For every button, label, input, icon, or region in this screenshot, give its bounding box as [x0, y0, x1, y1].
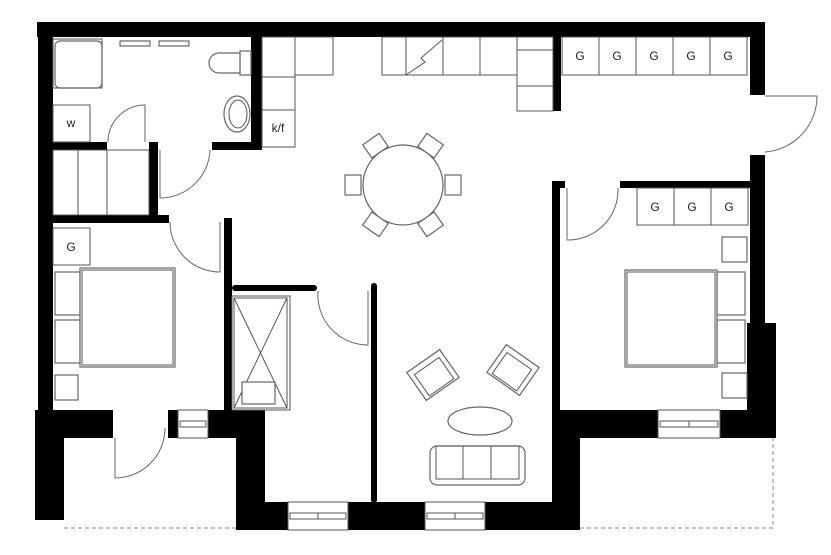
door-bathroom[interactable] — [107, 104, 146, 143]
nightstand — [721, 236, 748, 263]
door-left-bedroom[interactable] — [169, 221, 221, 273]
shower — [231, 295, 291, 411]
stove-icon — [405, 39, 443, 76]
wardrobe-label: G — [723, 49, 732, 63]
window-living — [424, 501, 486, 531]
balcony-right — [580, 438, 774, 529]
wardrobe-label: G — [612, 49, 621, 63]
window-left-bedroom — [177, 409, 209, 439]
washer-box: w — [52, 104, 91, 143]
armchair — [486, 343, 540, 397]
nightstand — [54, 374, 79, 401]
kitchen-counter: k/f — [261, 36, 554, 148]
window-hall-bottom — [287, 501, 349, 531]
toilet — [208, 50, 252, 76]
walls — [35, 22, 776, 530]
coffee-table — [447, 406, 513, 436]
armchair — [406, 348, 460, 402]
bed-left — [54, 267, 176, 368]
radiator — [119, 40, 190, 47]
wardrobe-left-bedroom: G — [52, 227, 91, 266]
fridge-label: k/f — [272, 121, 285, 135]
chair — [344, 174, 362, 196]
chair — [444, 174, 462, 196]
wardrobe-label: G — [575, 49, 584, 63]
sink — [223, 95, 251, 133]
door-right-bedroom[interactable] — [566, 187, 619, 241]
door-balcony-left[interactable] — [114, 427, 166, 479]
dining-table — [344, 132, 462, 238]
wardrobe-label: G — [66, 240, 75, 254]
door-shower-room[interactable] — [317, 290, 369, 346]
wardrobe-label: G — [650, 200, 659, 214]
wardrobe-label: G — [649, 49, 658, 63]
wardrobe-hall: G G G G G — [561, 36, 748, 76]
wardrobe-right-bedroom: G G G — [636, 187, 749, 226]
window-right-bedroom — [657, 409, 721, 439]
wardrobe-label: G — [686, 49, 695, 63]
wardrobe-label: G — [687, 200, 696, 214]
bathtub — [52, 38, 103, 89]
wardrobe-label: G — [724, 200, 733, 214]
door-entrance[interactable] — [764, 95, 818, 153]
door-bathroom-hall[interactable] — [159, 149, 211, 199]
bed-right — [624, 269, 746, 368]
storage-shelves — [52, 149, 150, 216]
nightstand — [721, 372, 748, 399]
sofa — [429, 445, 526, 486]
washer-label: w — [66, 116, 76, 130]
